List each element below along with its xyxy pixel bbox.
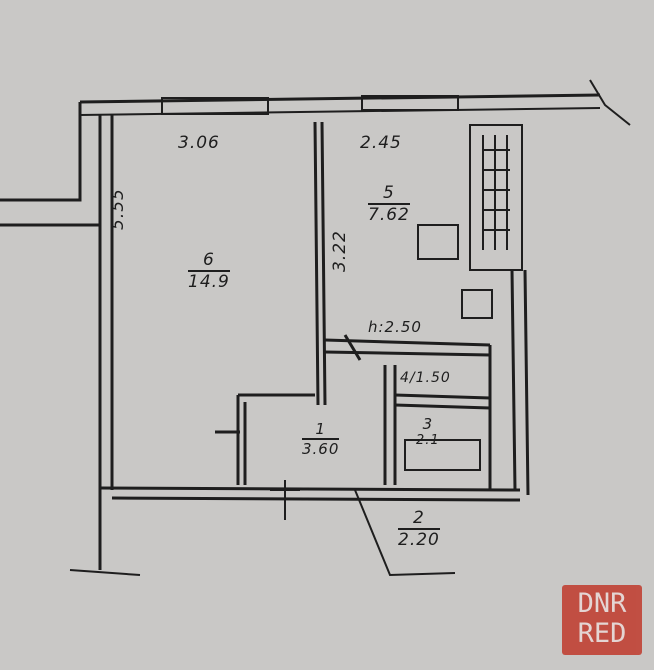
- room-number: 5: [383, 183, 395, 203]
- room-1-label: 1 3.60: [302, 420, 340, 458]
- room-2-label: 2 2.20: [398, 508, 440, 550]
- window-right: [361, 95, 459, 111]
- room-number: 4: [400, 370, 410, 386]
- watermark-logo: DNR RED: [562, 585, 642, 655]
- dimension-room6-width: 3.06: [178, 133, 220, 153]
- room-area: 3.60: [302, 438, 340, 458]
- room-area: 2.1: [416, 433, 440, 448]
- exterior-wall-right: [510, 269, 530, 496]
- watermark-line: RED: [577, 618, 627, 649]
- room-area: 2.20: [398, 528, 440, 550]
- room-number: 2: [413, 508, 425, 528]
- exterior-wall-bottom: [99, 486, 521, 502]
- room-3-label: 3 2.1: [416, 415, 440, 448]
- exterior-wall-top: [79, 93, 601, 104]
- bathtub-icon: [404, 439, 481, 471]
- dimension-room5-length: 3.22: [330, 230, 350, 272]
- room-4-label: 4/1.50: [400, 370, 451, 386]
- room-number: 1: [315, 420, 326, 438]
- exterior-wall-left: [98, 115, 114, 570]
- room-area: 1.50: [415, 370, 451, 386]
- watermark-line: DNR: [577, 588, 627, 619]
- room-number: 3: [422, 415, 434, 433]
- room-6-label: 6 14.9: [188, 250, 230, 292]
- ceiling-height: h:2.50: [368, 318, 422, 336]
- window-left: [161, 97, 269, 115]
- dimension-room6-length: 5.55: [108, 188, 128, 230]
- room-area: 14.9: [188, 270, 230, 292]
- ventilation-block: [469, 124, 523, 271]
- dimension-room5-width: 2.45: [360, 133, 402, 153]
- room-5-label: 5 7.62: [368, 183, 410, 225]
- stove-icon: [417, 224, 459, 260]
- partition-6-5: [313, 121, 327, 406]
- room-area: 7.62: [368, 203, 410, 225]
- room-number: 6: [203, 250, 215, 270]
